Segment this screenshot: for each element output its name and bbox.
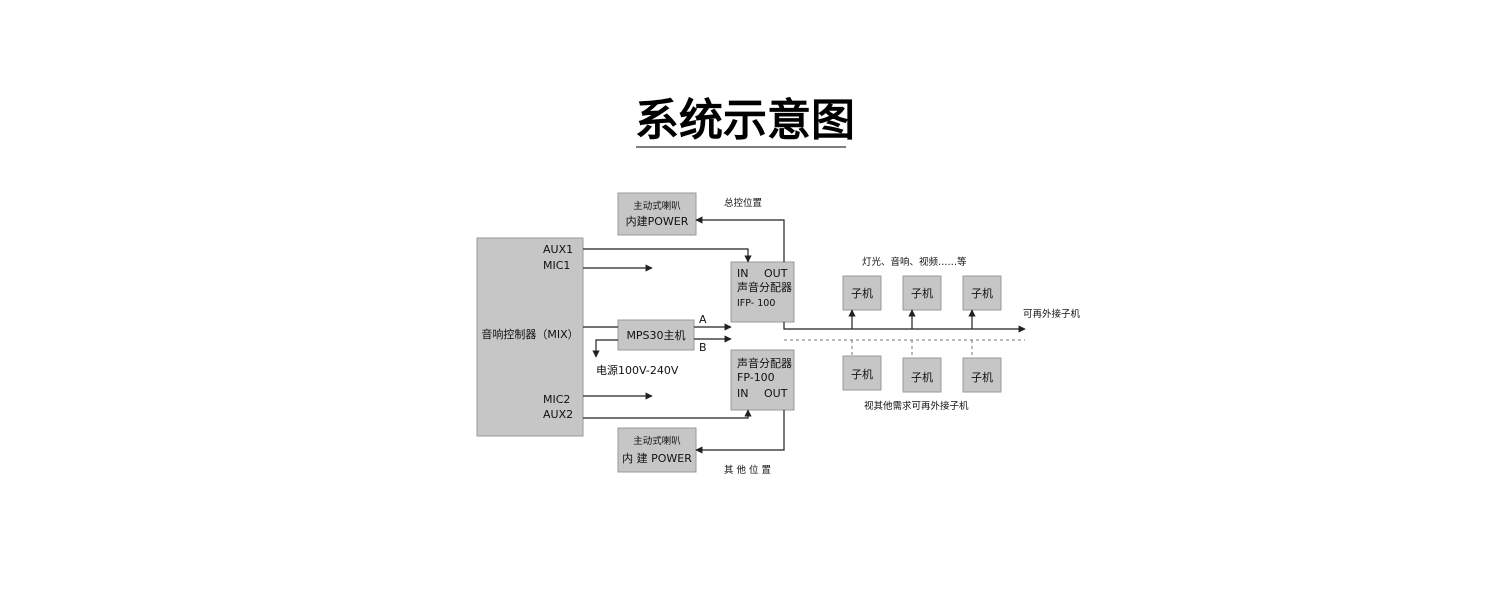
splitter-bottom-out: OUT [764, 387, 788, 400]
splitter-top-in: IN [737, 267, 748, 280]
mixer-aux2-label: AUX2 [543, 408, 573, 421]
wire-bus-top [783, 322, 1026, 333]
speaker-top-box [617, 192, 697, 236]
splitter-top-name: 声音分配器 [737, 280, 792, 294]
splitter-bottom-model: FP-100 [737, 371, 775, 384]
splitter-bottom-box [730, 349, 795, 411]
mixer-mic2-label: MIC2 [543, 393, 570, 406]
child-unit-bottom-3 [962, 357, 1002, 393]
mixer-mic1-label: MIC1 [543, 259, 570, 272]
speaker-bottom-box [617, 427, 697, 473]
mixer-label: 音响控制器（MIX） [481, 327, 578, 341]
wire-aux2-to-splitter-bottom [583, 409, 752, 419]
child-unit-label: 子机 [971, 286, 993, 300]
expand-right-label: 可再外接子机 [1023, 308, 1081, 320]
diagram-title: 系统示意图 [635, 95, 855, 146]
splitter-bottom-in: IN [737, 387, 748, 400]
location-bottom-label: 其 他 位 置 [724, 464, 771, 476]
host-label: MPS30主机 [626, 328, 685, 342]
wire-host-power [592, 339, 618, 358]
expand-bottom-label: 视其他需求可再外接子机 [864, 400, 969, 412]
splitter-bottom-name: 声音分配器 [737, 356, 792, 370]
child-unit-label: 子机 [911, 370, 933, 384]
child-unit-bottom-1 [842, 355, 882, 391]
splitter-top-model: IFP- 100 [737, 298, 775, 309]
wire-aux1-to-splitter-top [583, 248, 752, 263]
splitter-top-out: OUT [764, 267, 788, 280]
wire-splitter-bottom-to-speaker [695, 410, 785, 454]
host-box [617, 319, 695, 351]
host-output-a: A [699, 313, 707, 326]
mixer-aux1-label: AUX1 [543, 243, 573, 256]
wire-splitter-top-to-speaker [695, 216, 785, 262]
speaker-top-line1: 主动式喇叭 [633, 200, 681, 212]
child-unit-top-1 [842, 275, 882, 311]
child-unit-top-2 [902, 275, 942, 311]
child-unit-label: 子机 [971, 370, 993, 384]
speaker-top-line2: 内建POWER [626, 214, 689, 228]
location-top-label: 总控位置 [724, 197, 762, 209]
child-unit-label: 子机 [911, 286, 933, 300]
child-unit-label: 子机 [851, 367, 873, 381]
fixtures-note: 灯光、音响、视频……等 [862, 256, 967, 268]
splitter-top-box [730, 261, 795, 323]
mixer-box [476, 237, 584, 437]
child-unit-bottom-2 [902, 357, 942, 393]
child-unit-label: 子机 [851, 286, 873, 300]
speaker-bottom-line1: 主动式喇叭 [633, 435, 681, 447]
host-output-b: B [699, 341, 707, 354]
speaker-bottom-line2: 内 建 POWER [622, 451, 692, 465]
host-power-label: 电源100V-240V [596, 363, 679, 377]
child-unit-top-3 [962, 275, 1002, 311]
